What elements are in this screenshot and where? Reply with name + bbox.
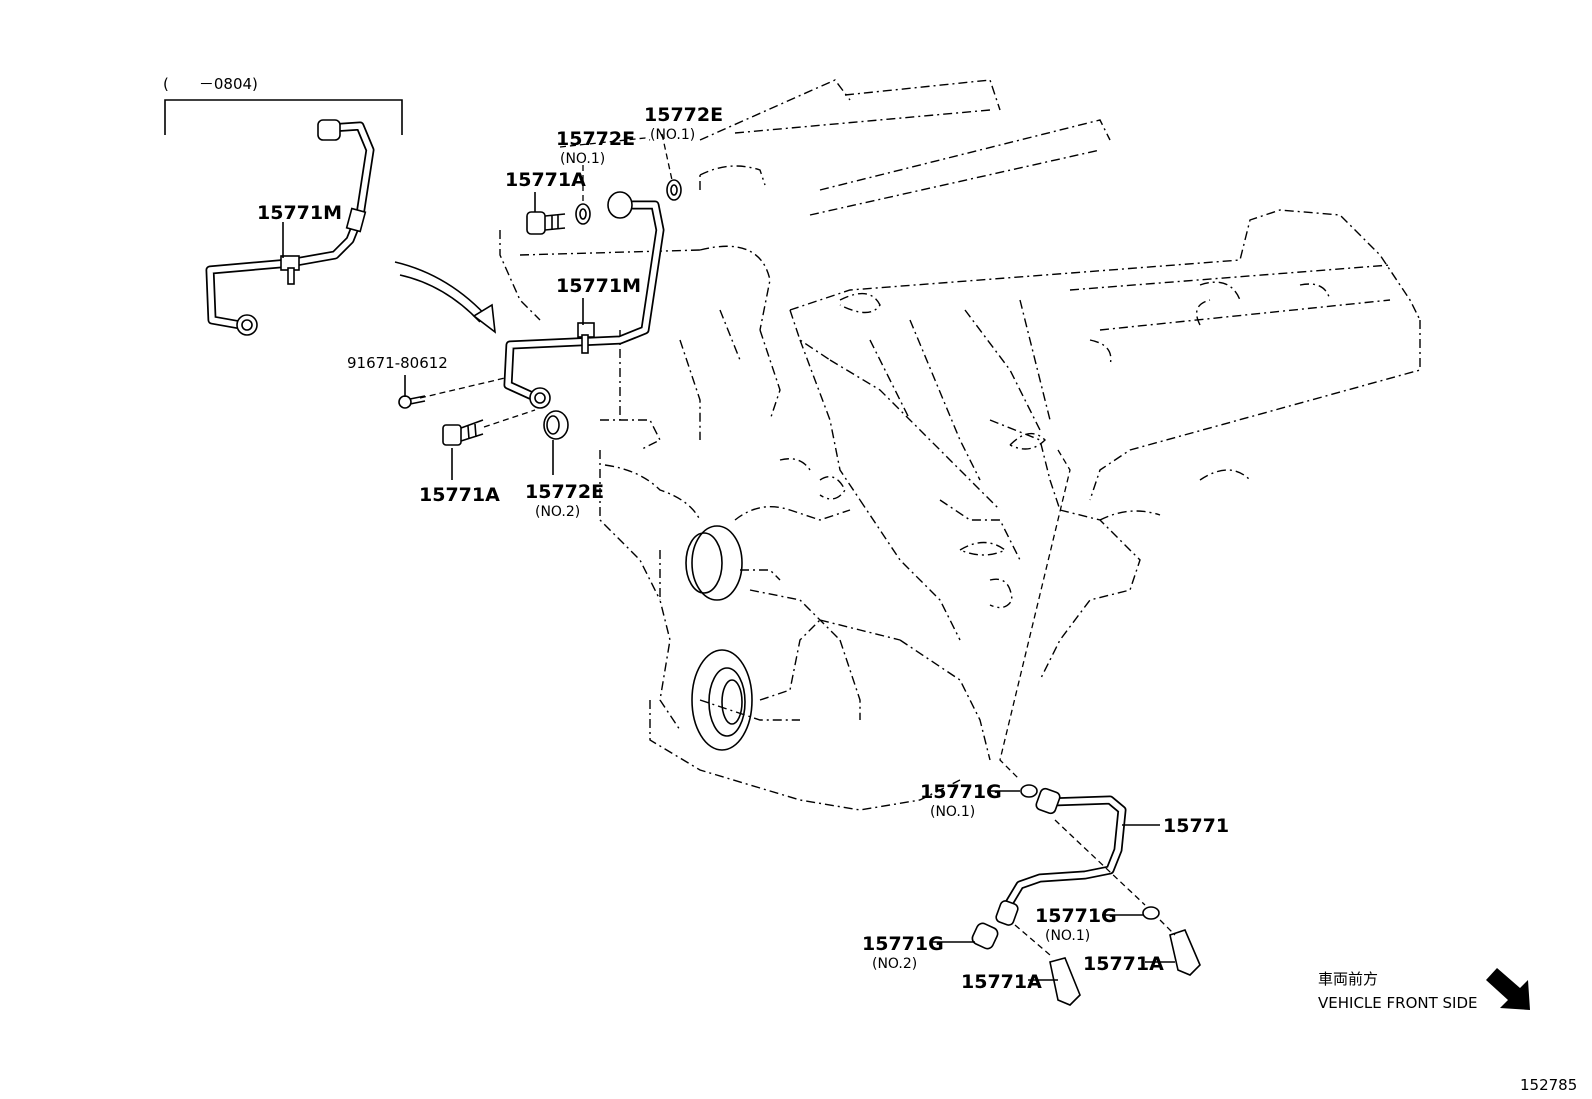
part-label-15771G-3[interactable]: 15771G bbox=[862, 933, 944, 955]
part-sublabel-15771G-3: (NO.2) bbox=[872, 956, 917, 972]
gasket-bottom-1 bbox=[1020, 784, 1038, 798]
part-sublabel-15772E-mid: (NO.2) bbox=[535, 504, 580, 520]
part-label-15771G-1[interactable]: 15771G bbox=[920, 781, 1002, 803]
union-bolt-mid bbox=[442, 419, 484, 446]
crank-pulley bbox=[685, 525, 753, 751]
part-label-15771G-2[interactable]: 15771G bbox=[1035, 905, 1117, 927]
new-oil-pipe bbox=[503, 191, 665, 409]
front-label-en: VEHICLE FRONT SIDE bbox=[1318, 994, 1478, 1012]
gasket-mid bbox=[543, 410, 569, 440]
part-label-15771A-low-2[interactable]: 15771A bbox=[1083, 953, 1164, 975]
part-label-15771A-low-1[interactable]: 15771A bbox=[961, 971, 1042, 993]
arrow-down-right-icon bbox=[1486, 968, 1530, 1010]
transition-arrow bbox=[394, 261, 497, 334]
bottom-oil-pipe bbox=[995, 787, 1127, 926]
union-bolt-bottom-1 bbox=[1049, 957, 1081, 1006]
front-label-jp: 車両前方 bbox=[1318, 970, 1378, 988]
assembly-lines-top bbox=[419, 133, 673, 428]
gasket-top-left bbox=[575, 203, 591, 225]
old-oil-pipe bbox=[205, 119, 375, 336]
assembly-lines-bottom bbox=[999, 449, 1176, 956]
union-bolt-bottom-2 bbox=[1169, 929, 1201, 976]
old-pipe-bracket bbox=[164, 99, 403, 135]
part-label-15771A-mid[interactable]: 15771A bbox=[419, 484, 500, 506]
part-sublabel-15772E-left: (NO.1) bbox=[560, 151, 605, 167]
part-sublabel-15771G-2: (NO.1) bbox=[1045, 928, 1090, 944]
part-label-15772E-mid[interactable]: 15772E bbox=[525, 481, 604, 503]
part-sublabel-15772E-right: (NO.1) bbox=[650, 127, 695, 143]
date-range-label: ( －0804) bbox=[163, 75, 258, 93]
part-label-15772E-right[interactable]: 15772E bbox=[644, 104, 723, 126]
part-label-15771M-new[interactable]: 15771M bbox=[556, 275, 641, 297]
part-sublabel-15771G-1: (NO.1) bbox=[930, 804, 975, 820]
part-label-15771M-old[interactable]: 15771M bbox=[257, 202, 342, 224]
gasket-bottom-2 bbox=[1142, 906, 1160, 920]
part-label-15771[interactable]: 15771 bbox=[1163, 815, 1229, 837]
part-label-15772E-left[interactable]: 15772E bbox=[556, 128, 635, 150]
diagram-number: 152785 bbox=[1520, 1076, 1577, 1094]
engine-block-outline bbox=[499, 79, 1421, 811]
gasket-bottom-3 bbox=[971, 922, 999, 950]
part-label-15771A-top[interactable]: 15771A bbox=[505, 169, 586, 191]
gasket-top-right bbox=[666, 179, 682, 201]
union-bolt-top bbox=[526, 211, 566, 235]
leader-lines bbox=[282, 192, 1175, 981]
part-label-91671-80612[interactable]: 91671-80612 bbox=[347, 354, 448, 372]
